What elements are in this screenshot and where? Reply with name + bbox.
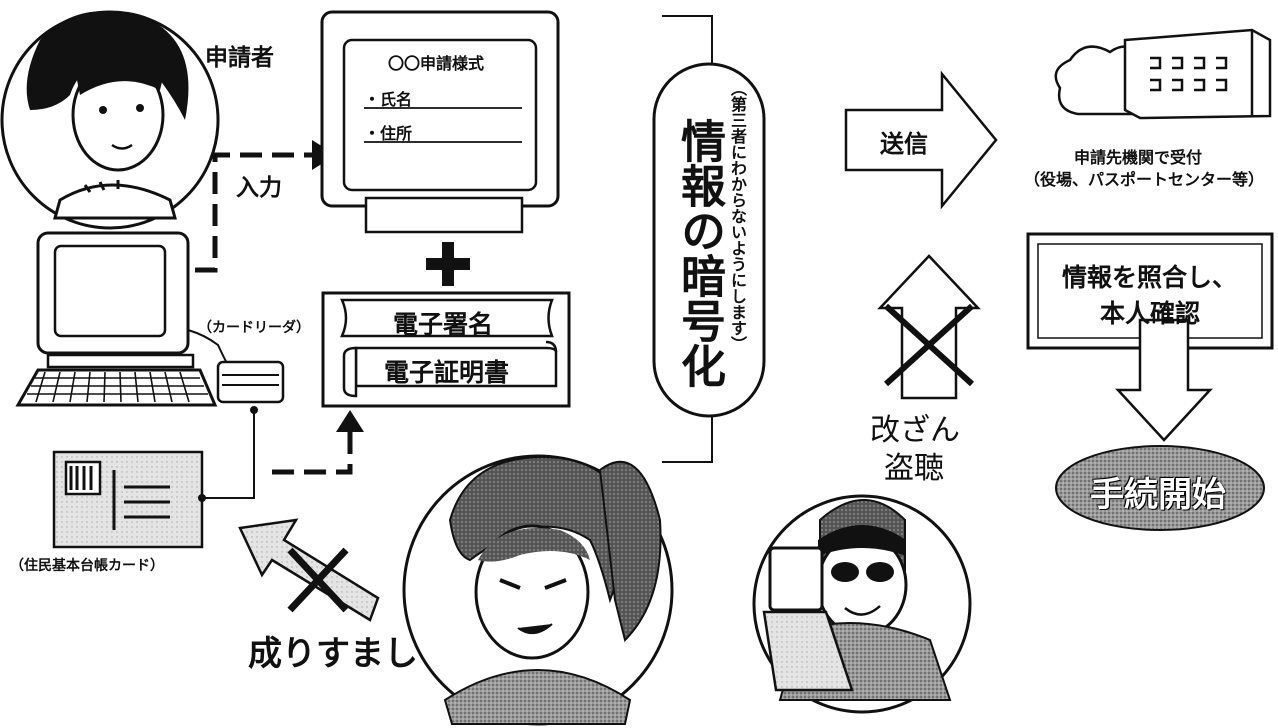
resident-card-icon — [52, 450, 204, 549]
eavesdropping-label: 盗聴 — [884, 451, 944, 486]
card-reader-label: （カードリーダ） — [198, 320, 310, 336]
office-building-icon — [1054, 28, 1272, 120]
encryption-note: （第三者にわからないようにします） — [728, 80, 747, 352]
verify-line-1: 情報を照合し、 — [1062, 263, 1238, 292]
form-field-name: ・氏名 — [364, 90, 413, 109]
applicant-label: 申請者 — [205, 45, 274, 71]
card-reader-icon — [216, 360, 285, 404]
encryption-capsule — [652, 62, 766, 418]
applicant-portrait — [0, 10, 220, 230]
verify-line-2: 本人確認 — [1100, 299, 1201, 328]
hacker-portrait — [752, 494, 972, 714]
plus-icon — [426, 242, 470, 286]
encryption-title: 情報の暗号化 — [673, 118, 726, 388]
electronic-signature-label: 電子署名 — [393, 310, 494, 339]
card-arrow — [272, 410, 364, 475]
tampering-block-x — [883, 303, 975, 387]
computer-icon — [15, 231, 229, 407]
signature-box — [321, 291, 571, 408]
impersonation-label: 成りすまし — [248, 634, 418, 674]
impersonator-portrait — [402, 454, 674, 726]
tampering-label: 改ざん — [870, 413, 960, 448]
form-title: 〇〇申請様式 — [388, 54, 485, 73]
proceed-arrow — [1115, 318, 1213, 442]
card-connection — [198, 406, 258, 502]
receiver-title: 申請先機関で受付 — [1074, 148, 1203, 167]
start-procedure-label: 手続開始 — [1090, 475, 1226, 515]
input-arrow — [195, 140, 336, 273]
send-arrow — [844, 70, 998, 210]
send-label: 送信 — [880, 130, 928, 158]
impersonation-block-x — [287, 547, 349, 613]
receiver-subtitle: （役場、パスポートセンター等） — [1024, 170, 1265, 189]
application-monitor — [320, 10, 560, 234]
resident-card-label: （住民基本台帳カード） — [10, 558, 164, 574]
input-label: 入力 — [236, 175, 282, 201]
electronic-certificate-label: 電子証明書 — [384, 358, 510, 387]
form-field-address: ・住所 — [364, 124, 413, 143]
start-procedure-ellipse — [1055, 445, 1265, 531]
